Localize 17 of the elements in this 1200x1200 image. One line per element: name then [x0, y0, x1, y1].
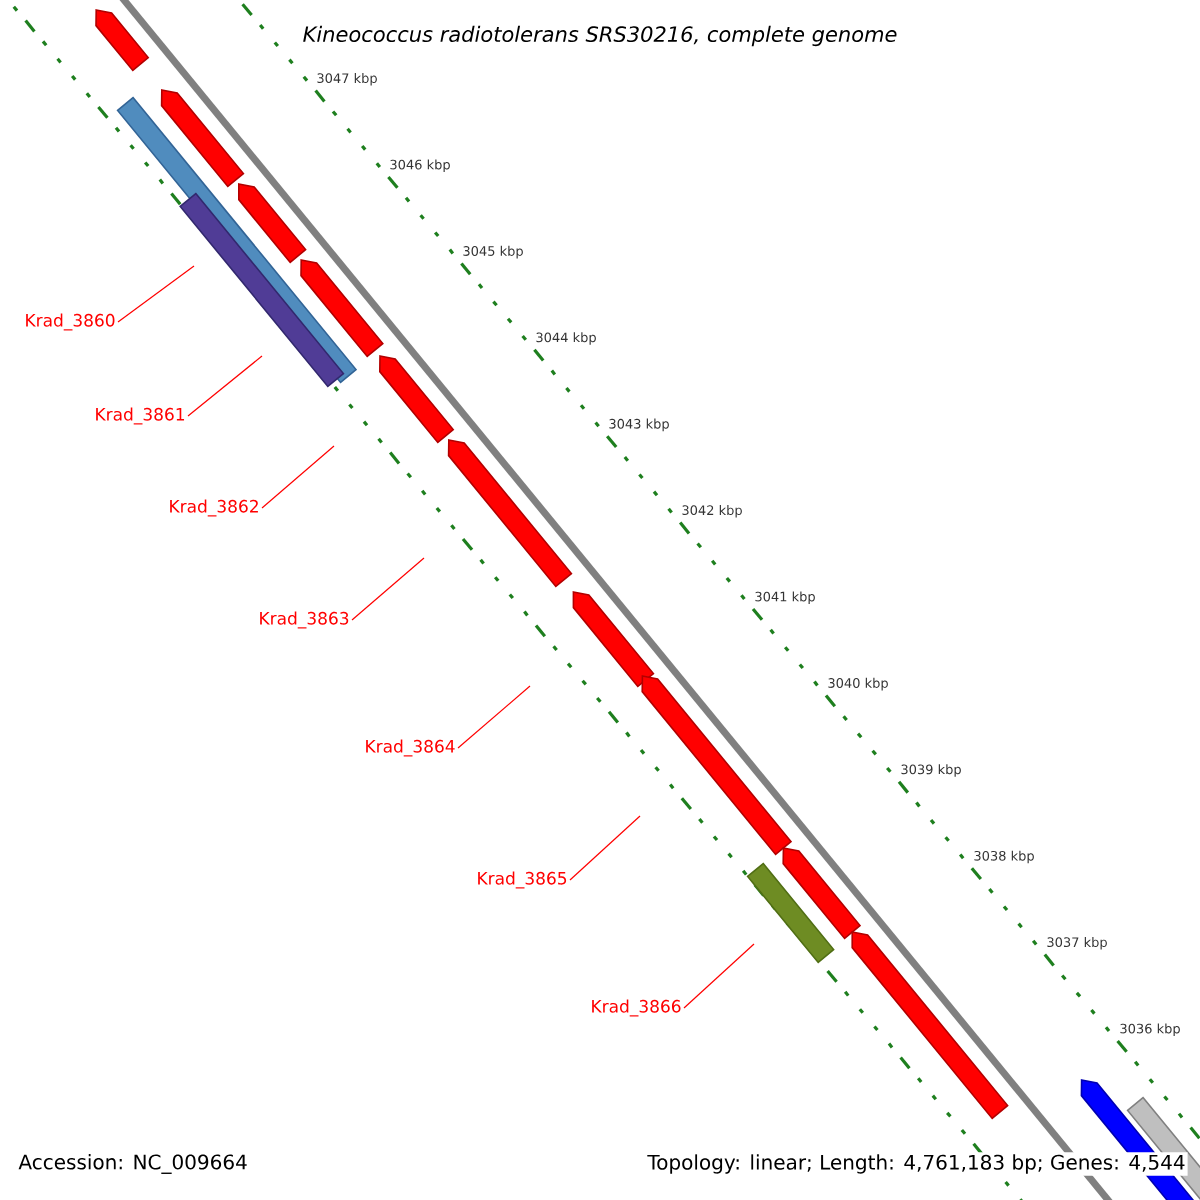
gene-label: Krad_3864 [366, 739, 455, 757]
leader-line [683, 943, 755, 1009]
gene-label: Krad_3865 [478, 871, 567, 889]
gene-label: Krad_3866 [592, 999, 681, 1017]
title: Kineococcus radiotolerans SRS30216, complete genome [300, 23, 900, 49]
leader-line [569, 815, 641, 881]
leader-line [117, 265, 195, 323]
gene-label: Krad_3863 [260, 611, 349, 629]
leader-line [187, 355, 263, 417]
leader-line [261, 445, 335, 509]
gene-label: Krad_3862 [170, 499, 258, 517]
leader-line [457, 685, 531, 749]
gene-label: Krad_3860 [26, 313, 115, 331]
accession-label: Accession: NC_009664 [16, 1152, 250, 1176]
gene-label: Krad_3861 [96, 407, 185, 425]
leader-line [351, 557, 425, 621]
genome-info-label: Topology: linear; Length: 4,761,183 bp; Genes: 4,544 [645, 1152, 1188, 1176]
